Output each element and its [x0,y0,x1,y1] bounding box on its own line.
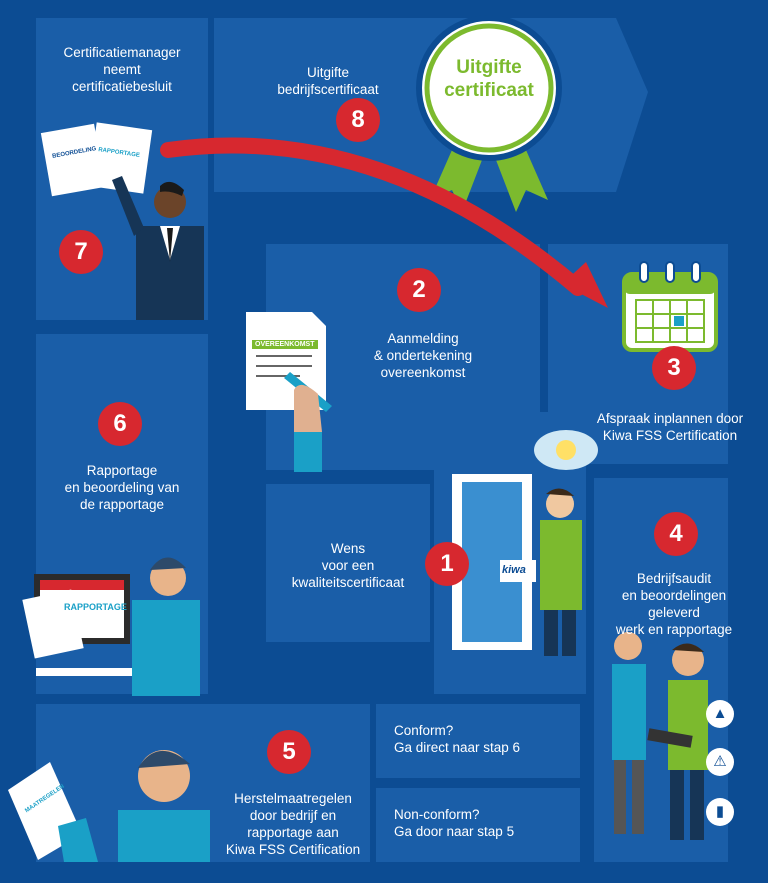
step6-text: Rapportage en beoordeling van de rapport… [64,463,180,512]
step1-text: Wens voor een kwaliteitscertificaat [291,541,405,590]
panel-conform [376,704,580,778]
step4-text: Bedrijfsaudit en beoordelingen geleverd … [615,571,733,637]
seal-ribbon-right [496,150,548,212]
screen-rapportage-label: RAPPORTAGE [64,602,127,612]
seal-ribbon-left [430,150,482,212]
tablet [647,728,693,748]
signing-hand [294,384,322,432]
arrow-head [562,262,608,308]
seal-ring [424,23,554,153]
visitor-shirt [540,520,582,610]
worker-arm [58,818,98,862]
step5-badge: 5 [267,730,311,774]
lightbulb-icon [556,440,576,460]
doc-rapportage [87,122,153,194]
kiwa-logo [500,560,536,582]
computer-figure [22,557,200,696]
step6-badge: 6 [98,402,142,446]
remediation-figure [8,750,210,862]
audit-figure [612,632,708,840]
panel-step1-left [266,484,430,642]
auditor-shirt [612,664,646,760]
alarm-icon: ⚠ [706,748,734,776]
step7-badge: 7 [59,230,103,274]
arrow-icon [160,137,586,296]
step1-badge: 1 [425,542,469,586]
step2-badge: 2 [397,268,441,312]
manager-figure [40,122,204,320]
calendar-icon [622,261,718,352]
seal-outer [416,15,562,161]
visitor-head [546,490,574,518]
extinguisher-icon: ▮ [706,798,734,826]
manager-arm [112,176,144,236]
step2-text: Aanmelding & ondertekening overeenkomst [373,331,473,380]
step7-text: Certificatiemanager neemt certificatiebe… [63,45,181,94]
step8-text: Uitgifte bedrijfscertificaat [277,65,379,97]
manager-tie [167,228,173,262]
seal-text: Uitgifte certificaat [444,57,534,101]
doc-overeenkomst-label: OVEREENKOMST [252,340,318,349]
desk [36,668,196,676]
step5-text: Herstelmaatregelen door bedrijf en rappo… [225,791,361,857]
employee-shirt [668,680,708,770]
nonconform-text: Non-conform? Ga door naar stap 5 [394,807,515,839]
worker-shirt [118,810,210,862]
contract-figure [246,312,332,472]
hardhat-icon: ▲ [706,700,734,728]
step3-badge: 3 [652,346,696,390]
step4-badge: 4 [654,512,698,556]
reviewer-shirt [132,600,200,696]
step8-badge: 8 [336,98,380,142]
manager-suit [136,226,204,320]
doc-rapportage-screen [22,589,84,659]
manager-hair [160,181,184,196]
conform-text: Conform? Ga direct naar stap 6 [394,723,521,755]
step3-text: Afspraak inplannen door Kiwa FSS Certifi… [596,411,744,443]
auditor-head [614,632,642,660]
panel-nonconform [376,788,580,862]
employee-head [672,644,704,676]
signing-sleeve [294,432,322,472]
kiwa-logo-text: kiwa [502,564,526,576]
